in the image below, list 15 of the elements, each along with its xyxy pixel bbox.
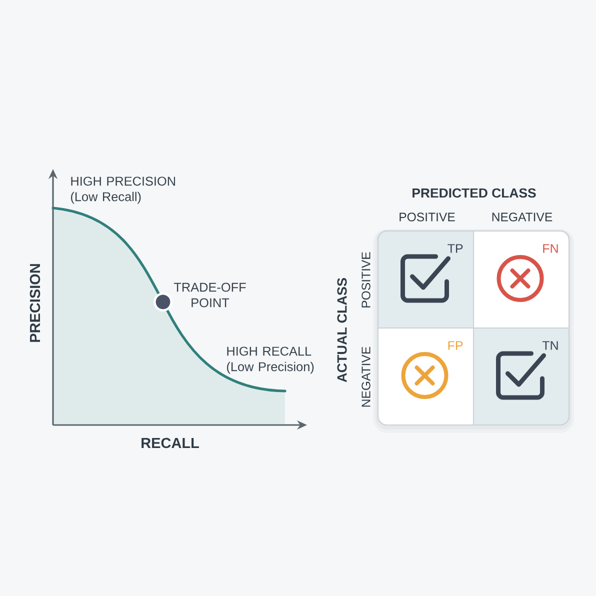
matrix-cell: FN (473, 230, 570, 328)
column-header: POSITIVE (400, 212, 455, 222)
annotation: HIGH PRECISION (Low Recall) (70, 176, 176, 204)
axis-title: ACTUAL CLASS (337, 278, 347, 382)
annotation: TRADE-OFF POINT (174, 282, 246, 308)
column-header: NEGATIVE (492, 212, 552, 222)
annotation: HIGH RECALL (Low Precision) (227, 346, 314, 374)
axis-title: PRECISION (30, 264, 40, 342)
matrix-cell: TN (473, 328, 570, 426)
row-header: NEGATIVE (362, 346, 370, 407)
axis-title: PREDICTED CLASS (412, 188, 536, 198)
axis-title: RECALL (142, 438, 199, 448)
matrix-cell: FP (378, 328, 474, 426)
matrix-cell: TP (378, 230, 474, 328)
row-header: POSITIVE (362, 252, 370, 308)
